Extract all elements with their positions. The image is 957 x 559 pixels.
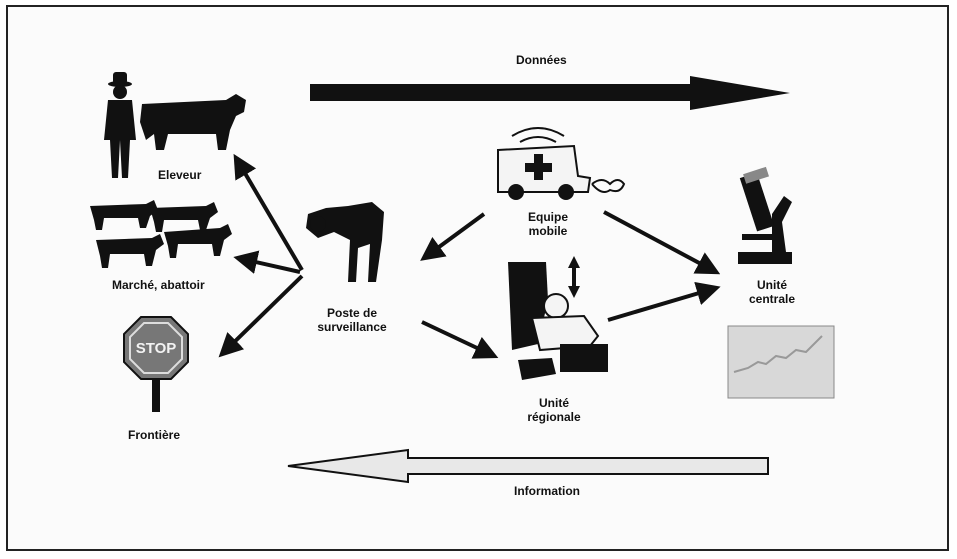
regional-unit-icon [508, 256, 608, 380]
inspector-icon [306, 202, 384, 282]
arrow-to-frontiere [218, 274, 304, 358]
centrale-label-line2: centrale [748, 292, 796, 306]
regionale-label: Unité régionale [514, 396, 594, 424]
arrow-to-marche [233, 250, 301, 274]
chart-thumbnail-icon [727, 325, 835, 399]
eleveur-label: Eleveur [158, 168, 202, 182]
farmer-icon [104, 72, 136, 178]
regionale-label-line2: régionale [527, 410, 581, 424]
marche-label: Marché, abattoir [112, 278, 205, 292]
poste-label: Poste de surveillance [312, 306, 392, 334]
equipe-label-line2: mobile [528, 224, 568, 238]
cow-icon [140, 94, 246, 150]
microscope-icon [738, 166, 792, 264]
arrow-to-eleveur [233, 153, 304, 272]
poste-label-line2: surveillance [317, 320, 387, 334]
poste-label-line1: Poste de [326, 306, 377, 320]
frontiere-label: Frontière [128, 428, 181, 442]
arrow-equipe-to-poste [420, 212, 486, 261]
information-flow-arrow [287, 448, 769, 484]
data-flow-arrow [310, 76, 790, 110]
regionale-label-line1: Unité [539, 396, 569, 410]
herd-icon [90, 200, 232, 268]
arrow-poste-to-regionale [421, 320, 499, 359]
equipe-label-line1: Equipe [527, 210, 568, 224]
ambulance-icon [497, 127, 626, 200]
stop-sign-icon [123, 316, 189, 412]
equipe-label: Equipe mobile [518, 210, 578, 238]
flow-arrows [218, 153, 721, 359]
stop-sign-text: STOP [136, 340, 177, 357]
centrale-label-line1: Unité [757, 278, 787, 292]
top-arrow-label: Données [516, 53, 567, 67]
bottom-arrow-label: Information [514, 484, 580, 498]
centrale-label: Unité centrale [742, 278, 802, 306]
arrow-equipe-to-centrale [603, 210, 721, 275]
arrow-regionale-to-centrale [607, 281, 721, 322]
